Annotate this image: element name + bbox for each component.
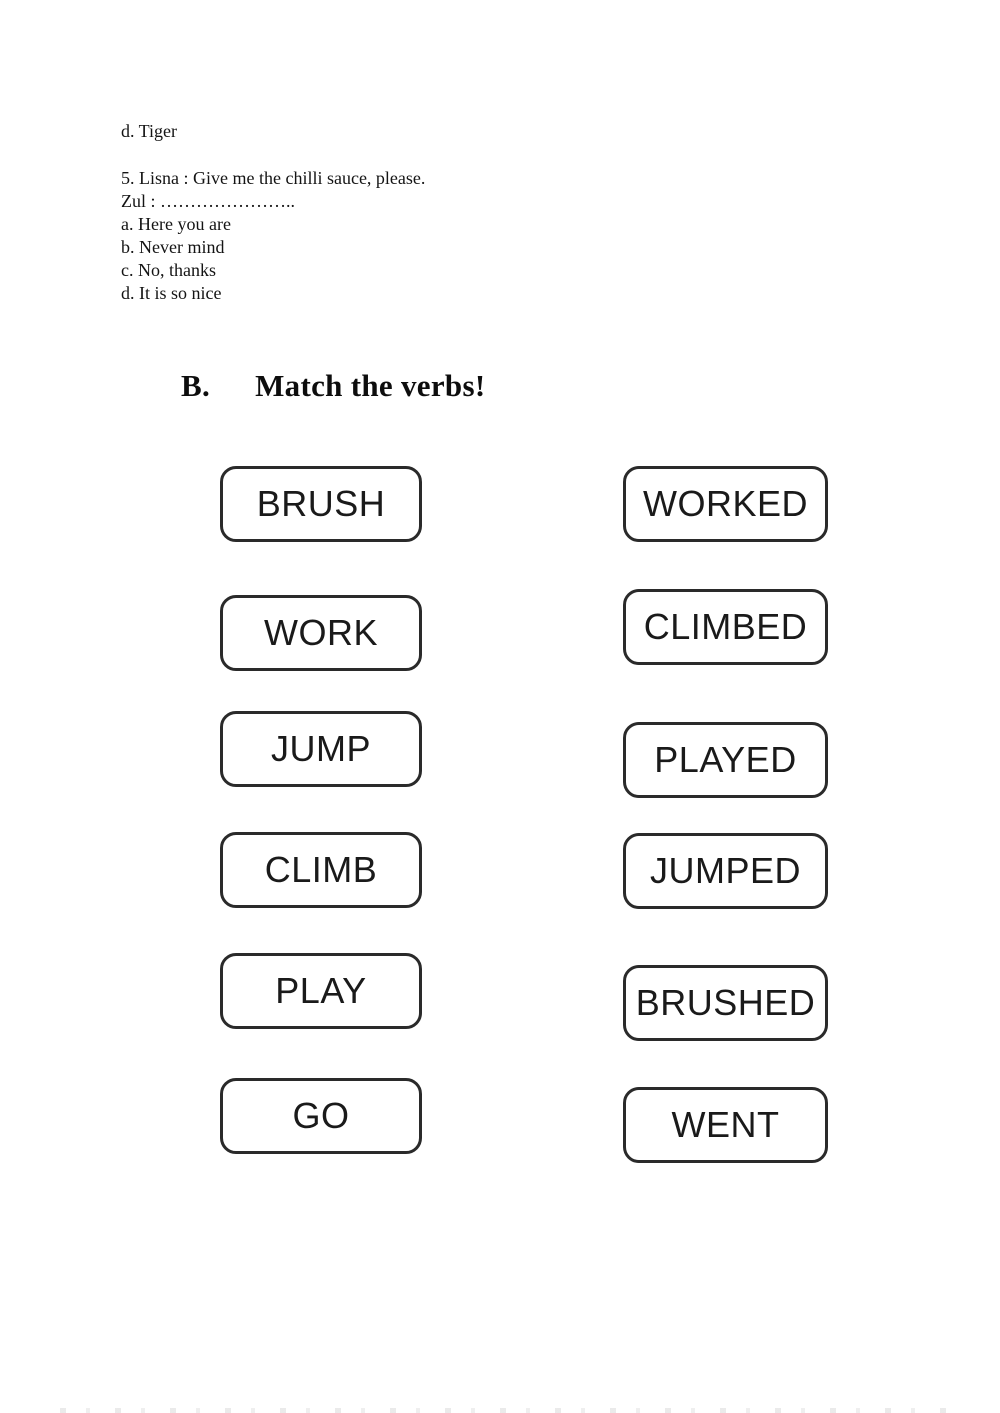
section-b-heading: B. Match the verbs!: [181, 368, 485, 404]
question-5-text: 5. Lisna : Give me the chilli sauce, ple…: [121, 168, 426, 188]
previous-question-option: d. Tiger: [121, 121, 178, 141]
blank-line: [121, 143, 641, 167]
verb-box-climbed[interactable]: CLIMBED: [623, 589, 828, 665]
question-5-answer-line: Zul : …………………..: [121, 191, 295, 211]
verb-box-brushed[interactable]: BRUSHED: [623, 965, 828, 1041]
verb-box-played[interactable]: PLAYED: [623, 722, 828, 798]
question-5-option-a[interactable]: a. Here you are: [121, 214, 231, 234]
question-block: d. Tiger 5. Lisna : Give me the chilli s…: [121, 120, 641, 305]
question-5-option-c[interactable]: c. No, thanks: [121, 260, 216, 280]
verb-box-brush[interactable]: BRUSH: [220, 466, 422, 542]
verb-box-worked[interactable]: WORKED: [623, 466, 828, 542]
section-b-label: B.: [181, 368, 211, 403]
verb-box-climb[interactable]: CLIMB: [220, 832, 422, 908]
question-5-option-b[interactable]: b. Never mind: [121, 237, 225, 257]
page-bottom-cutoff-text: [60, 1408, 960, 1413]
verb-box-went[interactable]: WENT: [623, 1087, 828, 1163]
verb-box-jump[interactable]: JUMP: [220, 711, 422, 787]
section-b-title: Match the verbs!: [255, 368, 486, 403]
verb-box-work[interactable]: WORK: [220, 595, 422, 671]
verb-box-go[interactable]: GO: [220, 1078, 422, 1154]
verb-box-play[interactable]: PLAY: [220, 953, 422, 1029]
verb-box-jumped[interactable]: JUMPED: [623, 833, 828, 909]
question-5-option-d[interactable]: d. It is so nice: [121, 283, 222, 303]
